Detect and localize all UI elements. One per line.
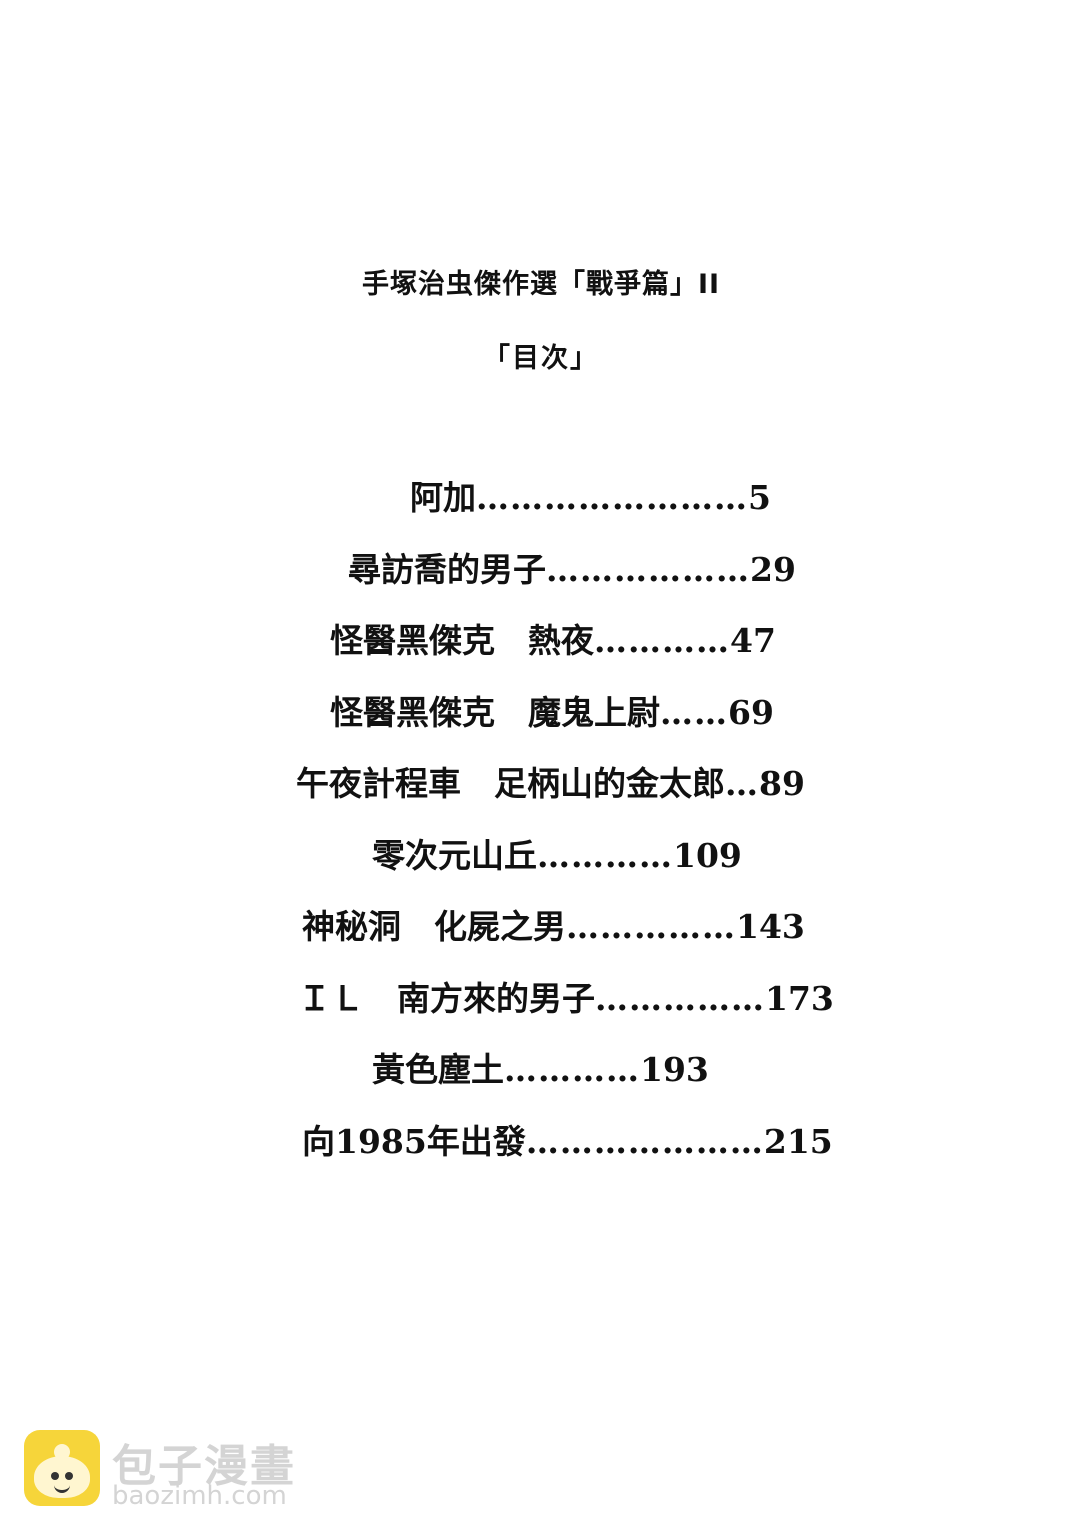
toc-entry: 午夜計程車 足柄山的金太郎…89 (296, 764, 805, 804)
toc-entry: 向1985年出發…………………215 (302, 1122, 833, 1162)
toc-entry-dots: ………………… (525, 1122, 764, 1161)
toc-entry-dots: ………… (537, 836, 673, 875)
toc-entry: 黃色塵土…………193 (372, 1050, 709, 1090)
toc-entry-page: 109 (673, 836, 742, 875)
toc-entry: 零次元山丘…………109 (372, 836, 742, 876)
toc-entry: 怪醫黑傑克 魔鬼上尉……69 (330, 693, 774, 733)
toc-entry: 尋訪喬的男子………………29 (348, 550, 796, 590)
bun-mouth (54, 1482, 70, 1493)
toc-entry: ＩＬ 南方來的男子……………173 (298, 979, 834, 1019)
toc-entry-title: 阿加 (410, 478, 476, 517)
toc-entry-page: 47 (730, 621, 776, 660)
bun-eye-left (51, 1472, 59, 1480)
toc-entry-dots: ……………… (546, 550, 750, 589)
toc-entry-dots: …………… (595, 979, 765, 1018)
toc-entry-dots: …………… (566, 907, 736, 946)
toc-entry-page: 5 (748, 478, 771, 517)
toc-entry-dots: ………… (504, 1050, 640, 1089)
toc-entry-title: 午夜計程車 足柄山的金太郎 (296, 764, 725, 803)
toc-entry: 怪醫黑傑克 熱夜…………47 (330, 621, 776, 661)
bun-eye-right (65, 1472, 73, 1480)
toc-entry-dots: ………… (594, 621, 730, 660)
toc-entry-title: 零次元山丘 (372, 836, 537, 875)
toc-entry-dots: … (725, 764, 759, 803)
header-title: 手塚治虫傑作選「戰爭篇」II (361, 269, 721, 300)
toc-entry-page: 69 (728, 693, 774, 732)
toc-entry-page: 29 (750, 550, 796, 589)
toc-entry-title: ＩＬ 南方來的男子 (298, 979, 595, 1018)
watermark-brand: 包子漫畫 (112, 1441, 296, 1492)
toc-entry-title: 向1985年出發 (302, 1122, 526, 1161)
toc-entry-page: 89 (759, 764, 805, 803)
toc-entry-title: 尋訪喬的男子 (348, 550, 546, 589)
toc-entry-title: 黃色塵土 (372, 1050, 504, 1089)
toc-entry-title: 怪醫黑傑克 熱夜 (330, 621, 594, 660)
toc-entry-dots: …… (660, 693, 728, 732)
watermark-url: baozimh.com (112, 1481, 287, 1511)
toc-entry-page: 173 (765, 979, 834, 1018)
toc-entry-title: 神秘洞 化屍之男 (302, 907, 566, 946)
header-subtitle: 「目次」 (483, 343, 599, 374)
toc-entry-dots: …………………… (476, 478, 748, 517)
toc-entry: 阿加……………………5 (410, 478, 771, 518)
toc-entry-page: 215 (763, 1122, 833, 1161)
baozi-bun-icon (24, 1430, 100, 1506)
toc-entry-title: 怪醫黑傑克 魔鬼上尉 (330, 693, 660, 732)
toc-entry: 神秘洞 化屍之男……………143 (302, 907, 805, 947)
toc-entry-page: 193 (640, 1050, 709, 1089)
toc-entry-page: 143 (736, 907, 805, 946)
